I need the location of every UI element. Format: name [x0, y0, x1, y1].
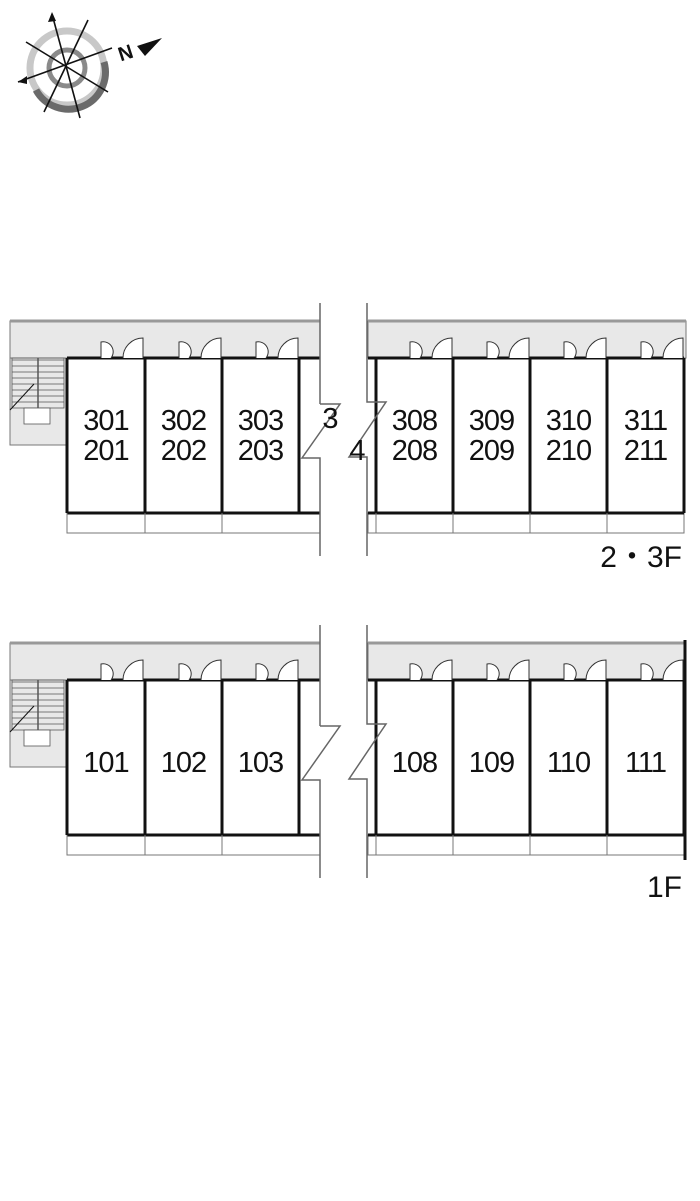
break-line — [300, 623, 388, 879]
unit-number: 101 — [83, 747, 128, 779]
unit-number: 209 — [469, 435, 514, 467]
unit-number: 309 — [469, 405, 514, 437]
door-icon — [563, 659, 607, 681]
floor-2-3: 3012013022023032033082083092093102103112… — [9, 301, 687, 574]
door-icon — [409, 337, 453, 359]
corridor — [9, 642, 321, 681]
door-icon — [255, 337, 299, 359]
unit-number: 208 — [392, 435, 437, 467]
unit-number: 102 — [161, 747, 206, 779]
unit-number: 203 — [238, 435, 283, 467]
unit-number: 110 — [547, 747, 590, 779]
unit-number: 109 — [469, 747, 514, 779]
door-icon — [640, 337, 684, 359]
floor-label: 2・3F — [600, 541, 682, 574]
door-icon — [409, 659, 453, 681]
unit-number-partial: 3 — [322, 403, 337, 435]
door-icon — [255, 659, 299, 681]
door-icon — [100, 659, 144, 681]
unit-number: 303 — [238, 405, 283, 437]
unit-number-partial: 4 — [349, 435, 365, 467]
balcony — [66, 834, 321, 856]
stairs-icon — [9, 679, 65, 747]
balcony — [367, 512, 685, 534]
door-icon — [486, 659, 530, 681]
unit-number: 302 — [161, 405, 206, 437]
unit-number: 211 — [624, 435, 667, 467]
balcony — [66, 512, 321, 534]
unit-number: 301 — [83, 405, 128, 437]
door-icon — [178, 337, 222, 359]
door-icon — [640, 659, 684, 681]
unit-number: 111 — [625, 747, 666, 779]
balcony — [367, 834, 685, 856]
compass-north-label: N — [116, 41, 137, 66]
door-icon — [486, 337, 530, 359]
corridor — [9, 320, 321, 359]
unit-number: 108 — [392, 747, 437, 779]
unit-number: 201 — [83, 435, 128, 467]
door-icon — [563, 337, 607, 359]
door-icon — [100, 337, 144, 359]
unit-number: 308 — [392, 405, 437, 437]
unit-number: 210 — [546, 435, 591, 467]
unit-number: 310 — [546, 405, 591, 437]
unit-number: 202 — [161, 435, 206, 467]
compass-icon: N — [17, 12, 162, 119]
floor-label: 1F — [647, 871, 682, 904]
break-line — [300, 301, 388, 557]
unit-number: 311 — [624, 405, 667, 437]
stairs-icon — [9, 357, 65, 425]
door-icon — [178, 659, 222, 681]
floor-1: 101 102 103 108 109 110 111 1F — [9, 623, 687, 904]
unit-number: 103 — [238, 747, 283, 779]
